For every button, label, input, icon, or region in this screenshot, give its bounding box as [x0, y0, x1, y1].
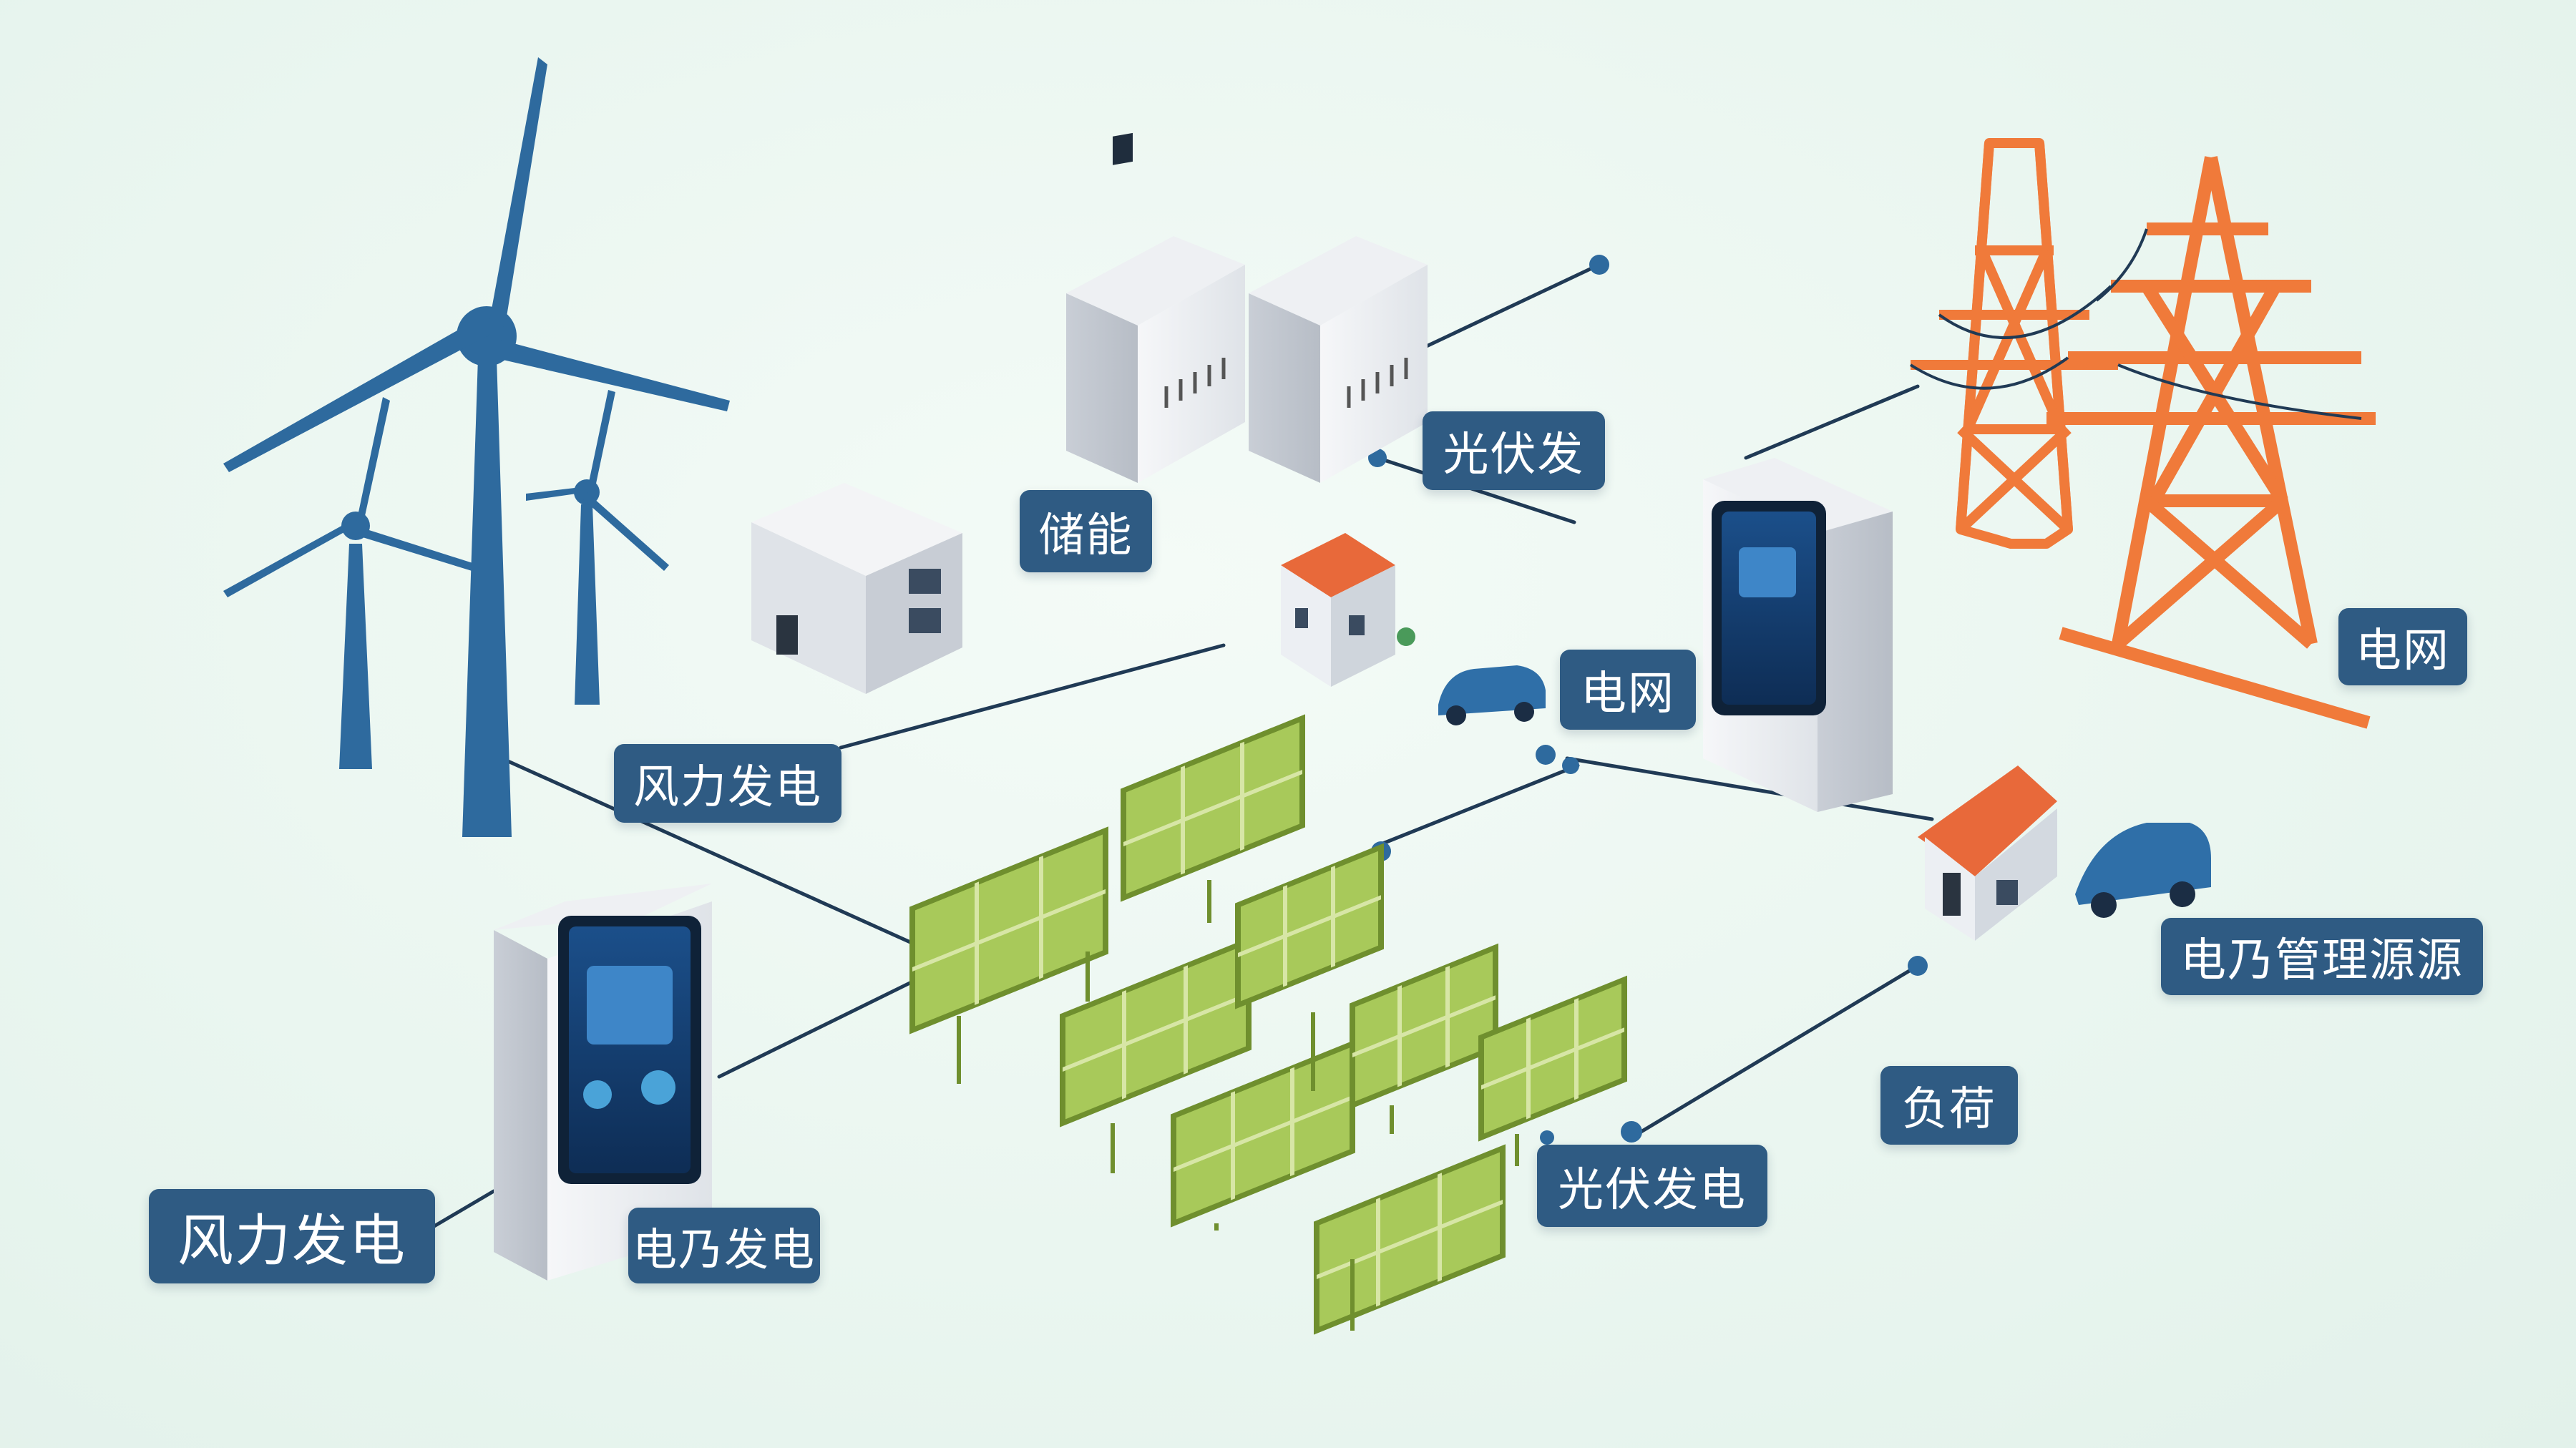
storage-cabinet-icon: [1066, 132, 1428, 483]
connection-lines: [431, 263, 1934, 1229]
wind-turbine-third-icon: [526, 390, 669, 705]
label-energy-storage: 储能: [1020, 490, 1152, 572]
label-load: 负荷: [1880, 1066, 2018, 1145]
charging-kiosk-left-icon: [494, 884, 712, 1281]
label-grid-center: 电网: [1560, 650, 1696, 730]
solar-panel-icon: [1478, 975, 1627, 1142]
solar-panel-icon: [1314, 1144, 1506, 1335]
solar-panel-icon: [909, 826, 1108, 1034]
label-energy-management: 电乃管理源源: [2161, 918, 2483, 995]
house-right-icon: [1918, 765, 2057, 941]
solar-panel-array: [909, 714, 1627, 1335]
charging-kiosk-icon: [1703, 458, 1893, 812]
wind-turbine-icon: [223, 57, 730, 837]
solar-panel-icon: [1235, 843, 1384, 1009]
solar-panel-icon: [1121, 714, 1305, 902]
label-wind-power-left: 风力发电: [149, 1189, 435, 1283]
power-lines: [1909, 228, 2362, 420]
transmission-tower-icon: [1911, 138, 2118, 549]
car-right-icon: [2075, 823, 2211, 918]
label-photovoltaic-top: 光伏发: [1423, 411, 1605, 490]
connector-dots: [1368, 255, 1928, 1145]
transmission-tower-large-icon: [2046, 156, 2376, 729]
label-wind-power-mid: 风力发电: [614, 744, 841, 823]
car-icon: [1438, 665, 1546, 725]
label-charging-power: 电乃发电: [628, 1208, 820, 1283]
house-icon: [1281, 533, 1415, 687]
building-icon: [751, 483, 962, 694]
solar-panel-icon: [1171, 1039, 1355, 1228]
wind-turbine-small-icon: [223, 397, 479, 769]
solar-panel-icon: [1350, 943, 1498, 1110]
label-grid-right: 电网: [2338, 608, 2467, 685]
label-photovoltaic-power: 光伏发电: [1537, 1145, 1767, 1227]
